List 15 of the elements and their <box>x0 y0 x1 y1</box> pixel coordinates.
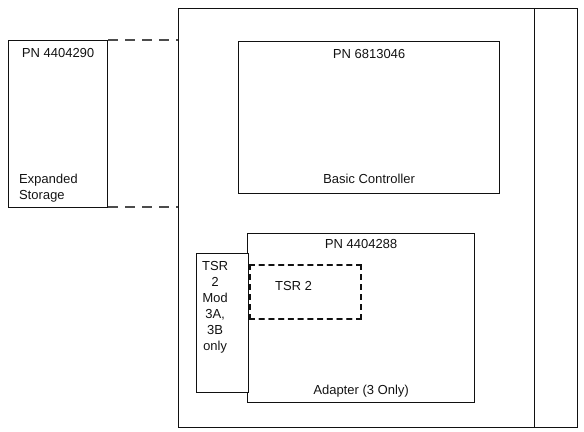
frame-box <box>178 8 578 428</box>
node-label: Expanded Storage <box>19 171 79 203</box>
side-card <box>196 253 249 393</box>
storage-box <box>8 40 108 208</box>
node-label: Adapter (3 Only) <box>312 382 410 398</box>
node-label: Basic Controller <box>322 171 416 187</box>
node-label: TSR 2 <box>275 278 312 294</box>
node-label: PN 6813046 <box>332 46 406 62</box>
projection-line <box>108 206 178 208</box>
projection-line <box>108 39 178 41</box>
node-label: TSR 2 Mod 3A, 3B only <box>201 258 229 354</box>
node-label: PN 4404290 <box>20 45 96 61</box>
node-label: PN 4404288 <box>324 236 398 252</box>
controller-box <box>238 41 500 194</box>
adapter-box <box>247 233 475 403</box>
